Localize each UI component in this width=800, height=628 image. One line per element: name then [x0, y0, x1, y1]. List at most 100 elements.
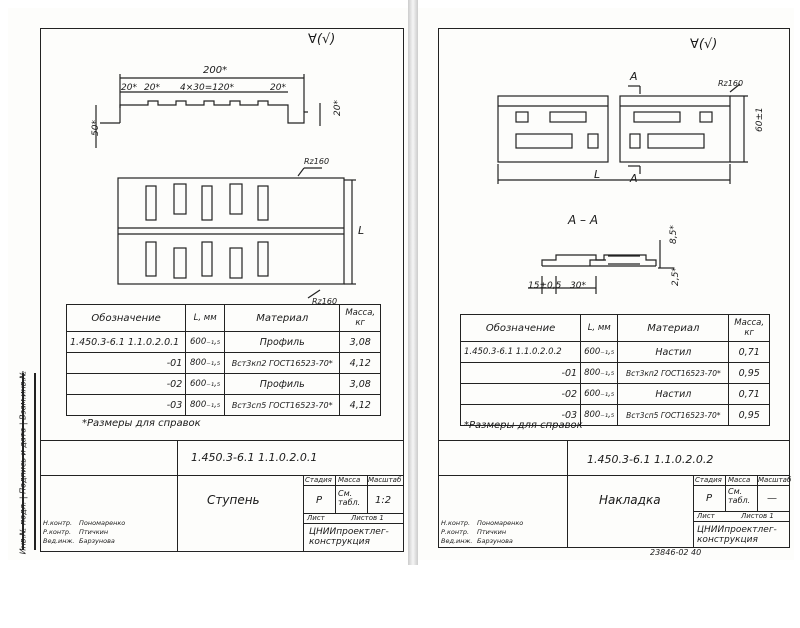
row-mass: 3,08: [339, 373, 381, 395]
row-designation: 1.450.3-6.1 1.1.0.2.0.2: [459, 341, 582, 363]
left-spec-table: Обозначение L, мм Материал Масса, кг 1.4…: [65, 304, 381, 416]
right-name-1: Пономаренко: [477, 519, 524, 527]
right-title-block: 1.450.3-6.1 1.1.0.2.0.2 Накладка Стадия …: [438, 440, 792, 548]
left-scale-label: Масштаб: [368, 476, 402, 484]
right-name-2: Птичкин: [477, 528, 507, 536]
left-sheet-label: Лист: [307, 514, 325, 522]
row-designation: -01: [459, 362, 582, 384]
right-spec-table: Обозначение L, мм Материал Масса, кг 1.4…: [459, 314, 770, 426]
right-mass-label: Масса: [728, 476, 751, 484]
row-designation: -01: [65, 352, 187, 374]
row-material: Настил: [617, 341, 730, 363]
dim-right-height: 60±1: [755, 107, 765, 132]
col-length: L, мм: [185, 304, 226, 332]
dim-seg2: 20*: [144, 83, 160, 93]
row-mass: 0,71: [728, 341, 770, 363]
dim-seg1: 20*: [121, 83, 137, 93]
right-stage-label: Стадия: [695, 476, 722, 484]
dim-h1: 8,5*: [669, 225, 679, 244]
right-roughness-1: Rz160: [718, 79, 743, 88]
left-title: Ступень: [207, 493, 260, 507]
table-row: -02 600₋₁,₅ Настил 0,71: [459, 383, 770, 405]
dim-total-width: 200*: [203, 65, 227, 76]
row-material: Настил: [617, 383, 730, 405]
col-material: Материал: [224, 304, 341, 332]
right-code: 1.450.3-6.1 1.1.0.2.0.2: [587, 453, 714, 466]
row-designation: -02: [65, 373, 187, 395]
row-mass: 4,12: [339, 352, 381, 374]
left-org: ЦНИИпроектлег-конструкция: [309, 527, 389, 547]
left-code: 1.450.3-6.1 1.1.0.2.0.1: [191, 451, 318, 464]
right-sheet: ∀(√) А А Rz160 60±1 L А – А 8,5* 2,5* 15…: [418, 8, 794, 560]
row-length: 800₋₁,₅: [185, 394, 226, 416]
right-mass: См. табл.: [728, 487, 751, 505]
left-name-2: Птичкин: [79, 528, 109, 536]
table-header-row: Обозначение L, мм Материал Масса, кг: [459, 314, 770, 342]
section-title: А – А: [567, 213, 598, 227]
left-scale: 1:2: [375, 495, 392, 506]
dim-flange: 20*: [333, 100, 343, 116]
dim-w2: 30*: [570, 281, 586, 291]
left-role-3: Вед.инж.: [43, 537, 75, 545]
dim-h2: 2,5*: [671, 267, 681, 286]
row-mass: 0,95: [728, 362, 770, 384]
row-material: Профиль: [224, 373, 341, 395]
section-mark-top: А: [629, 70, 638, 83]
col-mass: Масса, кг: [339, 304, 381, 332]
row-length: 600₋₁,₅: [580, 341, 619, 363]
left-roughness-top: ∀(√): [308, 32, 335, 47]
row-material: Вст3сп5 ГОСТ16523-70*: [617, 404, 730, 426]
right-roughness-top: ∀(√): [690, 37, 717, 52]
dim-w1: 15±0,5: [528, 281, 562, 291]
page-number: 23846-02 40: [650, 548, 702, 557]
left-roughness-1: Rz160: [304, 157, 329, 166]
row-designation: 1.450.3-6.1 1.1.0.2.0.1: [65, 331, 187, 353]
section-mark-bottom: А: [629, 172, 638, 185]
table-row: 1.450.3-6.1 1.1.0.2.0.2 600₋₁,₅ Настил 0…: [459, 341, 770, 363]
right-scale-label: Масштаб: [758, 476, 792, 484]
left-mass: См. табл.: [338, 489, 361, 507]
table-row: -01 800₋₁,₅ Вст3кп2 ГОСТ16523-70* 4,12: [65, 352, 381, 374]
left-mass-label: Масса: [338, 476, 361, 484]
table-row: 1.450.3-6.1 1.1.0.2.0.1 600₋₁,₅ Профиль …: [65, 331, 381, 353]
row-mass: 4,12: [339, 394, 381, 416]
right-sheet-label: Лист: [697, 512, 715, 520]
row-mass: 0,71: [728, 383, 770, 405]
dim-pitch: 4×30=120*: [180, 83, 234, 93]
table-row: -03 800₋₁,₅ Вст3сп5 ГОСТ16523-70* 0,95: [459, 404, 770, 426]
right-stage: Р: [706, 493, 713, 504]
right-drawing: ∀(√) А А Rz160 60±1 L А – А 8,5* 2,5* 15…: [497, 37, 765, 294]
table-row: -03 800₋₁,₅ Вст3сп5 ГОСТ16523-70* 4,12: [65, 394, 381, 416]
table-row: -02 600₋₁,₅ Профиль 3,08: [65, 373, 381, 395]
left-name-3: Барзунова: [79, 537, 115, 545]
left-role-2: Р.контр.: [43, 528, 72, 536]
col-mass: Масса, кг: [728, 314, 770, 342]
col-designation: Обозначение: [65, 304, 187, 332]
col-designation: Обозначение: [459, 314, 582, 342]
side-strip-line: [22, 373, 24, 550]
dim-right-length: L: [594, 168, 600, 181]
left-roughness-2: Rz160: [312, 297, 337, 306]
table-row: -01 800₋₁,₅ Вст3кп2 ГОСТ16523-70* 0,95: [459, 362, 770, 384]
row-mass: 0,95: [728, 404, 770, 426]
left-stage-label: Стадия: [305, 476, 332, 484]
right-role-2: Р.контр.: [441, 528, 470, 536]
left-drawing: ∀(√) 200* 20* 20* 4×30=120* 20* 50* 20* …: [91, 32, 364, 306]
row-designation: -02: [459, 383, 582, 405]
right-name-3: Барзунова: [477, 537, 513, 545]
row-mass: 3,08: [339, 331, 381, 353]
col-material: Материал: [617, 314, 730, 342]
right-org: ЦНИИпроектлег-конструкция: [697, 525, 777, 545]
row-length: 800₋₁,₅: [580, 404, 619, 426]
row-material: Вст3сп5 ГОСТ16523-70*: [224, 394, 341, 416]
row-length: 800₋₁,₅: [185, 352, 226, 374]
row-material: Профиль: [224, 331, 341, 353]
col-length: L, мм: [580, 314, 619, 342]
side-strip-line-2: [34, 373, 36, 550]
left-sheets-label: Листов 1: [351, 514, 384, 522]
right-role-3: Вед.инж.: [441, 537, 473, 545]
dim-seg3: 20*: [270, 83, 286, 93]
left-note: *Размеры для справок: [82, 418, 201, 429]
row-length: 800₋₁,₅: [580, 362, 619, 384]
right-note: *Размеры для справок: [464, 420, 583, 431]
